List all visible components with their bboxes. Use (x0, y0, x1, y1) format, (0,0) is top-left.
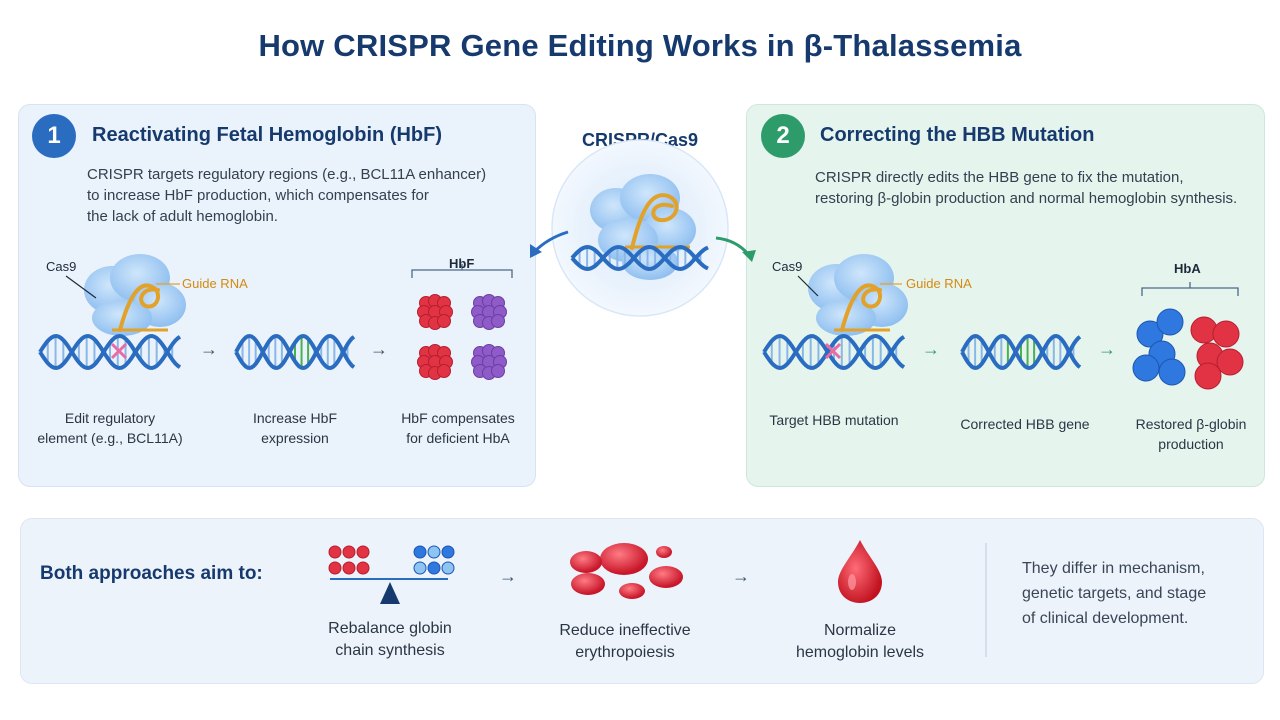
approach-1-title: Reactivating Fetal Hemoglobin (HbF) (92, 124, 443, 146)
protein-subunit (427, 561, 441, 575)
blood-drop-icon (838, 540, 882, 603)
flow-arrow-icon: → (922, 339, 940, 359)
center-guide-rna-icon (630, 193, 679, 250)
dna-strand (570, 244, 709, 272)
dna-strand (234, 333, 356, 371)
protein-subunit (1132, 354, 1160, 382)
flow-arrow-icon: → (370, 339, 388, 359)
approach-2-corrected-dna-icon (960, 333, 1082, 371)
protein-subunit (1212, 320, 1240, 348)
protein-subunit (328, 561, 342, 575)
approach-2-cas9-icon (808, 254, 908, 336)
dna-strand (960, 333, 1082, 371)
approach-2-description: CRISPR directly edits the HBB gene to fi… (815, 169, 1238, 207)
flow-arrow-icon: → (200, 339, 218, 359)
protein-subunit (441, 545, 455, 559)
protein-subunit (342, 545, 356, 559)
approach-1-cas9-label: Cas9 (46, 259, 77, 274)
mutation-marker-icon (824, 342, 842, 360)
protein-subunit (356, 545, 370, 559)
hbf-bracket (411, 264, 513, 278)
balance-scale-icon (330, 578, 448, 604)
protein-subunit (342, 561, 356, 575)
protein-subunit (1194, 362, 1222, 390)
protein-subunit (441, 561, 455, 575)
dna-strand (234, 333, 356, 371)
protein-subunit (427, 545, 441, 559)
hba-bracket (1141, 282, 1239, 296)
dna-strand (38, 333, 182, 371)
summary-heading: Both approaches aim to: (40, 563, 263, 584)
summary-panel (20, 518, 1264, 684)
approach-2-target-dna-icon (762, 333, 906, 371)
protein-subunit (437, 314, 451, 328)
approach-1-guide-rna-icon (118, 283, 161, 332)
dna-strand (38, 333, 182, 371)
page-title: How CRISPR Gene Editing Works in β-Thala… (258, 28, 1022, 63)
approach-2-title: Correcting the HBB Mutation (820, 124, 1095, 146)
dna-strand (762, 333, 906, 371)
approach-2-step-2-label: Corrected HBB gene (960, 416, 1090, 432)
protein-subunit (437, 364, 451, 378)
summary-arrow-icon: → (499, 566, 517, 586)
dna-strand (762, 333, 906, 371)
protein-subunit (491, 364, 505, 378)
protein-subunit (1156, 308, 1184, 336)
approach-2-guide-rna-label: Guide RNA (906, 276, 972, 291)
approach-2-step-1-label: Target HBB mutation (769, 412, 899, 428)
hbf-label: HbF (449, 256, 475, 271)
approach-1-edited-dna-icon (234, 333, 356, 371)
approach-1-description: CRISPR targets regulatory regions (e.g.,… (87, 166, 487, 225)
summary-note: They differ in mechanism, genetic target… (1022, 560, 1207, 627)
protein-subunit (1136, 320, 1164, 348)
protein-subunit (491, 314, 505, 328)
step-number-2-badge: 2 (761, 114, 805, 158)
hba-label: HbA (1174, 261, 1201, 276)
protein-subunit (1216, 348, 1244, 376)
protein-subunit (413, 561, 427, 575)
approach-2-guide-rna-icon (840, 283, 883, 332)
protein-subunit (328, 545, 342, 559)
dna-strand (570, 244, 709, 272)
flow-arrow-icon: → (1098, 339, 1116, 359)
approach-2-cas9-label: Cas9 (772, 259, 803, 274)
dna-strand (960, 333, 1082, 371)
hba-protein-icon (1132, 308, 1244, 390)
summary-arrow-icon: → (732, 566, 750, 586)
protein-subunit (1158, 358, 1186, 386)
hbf-protein-icon (417, 294, 507, 380)
protein-subunit (356, 561, 370, 575)
red-blood-cells-icon (570, 543, 683, 599)
edit-site-marker-icon (110, 342, 128, 360)
alpha-chain-icon (328, 545, 370, 575)
center-cas9-icon (590, 174, 696, 280)
beta-chain-icon (413, 545, 455, 575)
step-number-1-badge: 1 (32, 114, 76, 158)
approach-1-target-dna-icon (38, 333, 182, 371)
center-dna-icon (570, 244, 709, 272)
approach-1-guide-rna-label: Guide RNA (182, 276, 248, 291)
protein-subunit (413, 545, 427, 559)
